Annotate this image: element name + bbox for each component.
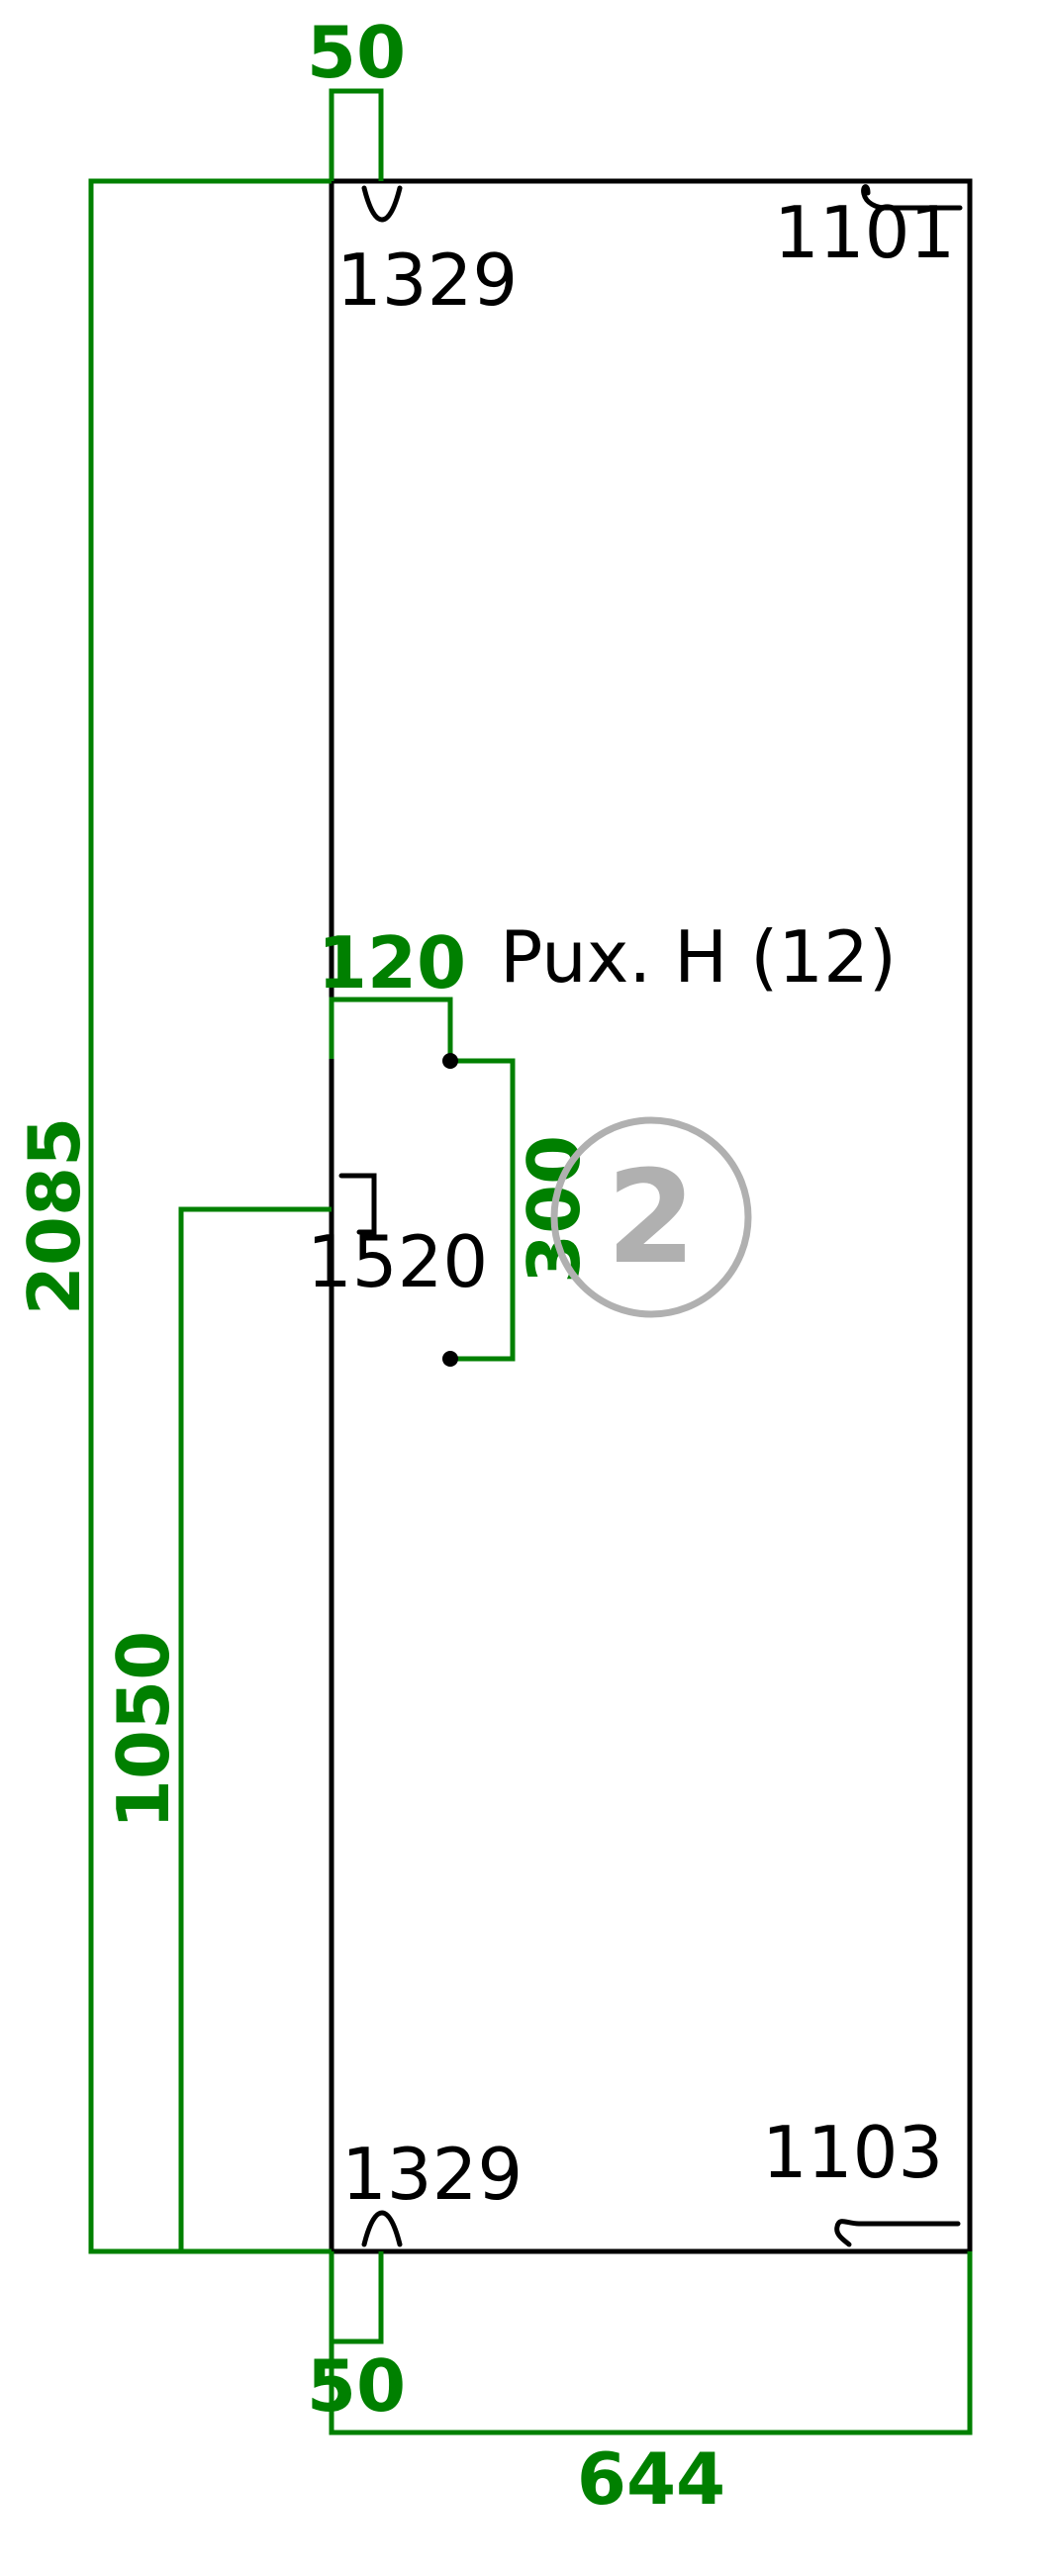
handle-offset-dimension: 120 <box>318 921 466 1061</box>
fitting-top-right: 1101 <box>774 184 963 274</box>
fitting-middle-left-label: 1520 <box>307 1220 488 1303</box>
height-dimension-label: 2085 <box>13 1117 96 1315</box>
part-badge-ring <box>550 1116 752 1318</box>
top-offset-label: 50 <box>307 11 406 94</box>
fitting-middle-left-icon <box>338 1173 377 1235</box>
part-badge: 2 <box>550 1116 752 1318</box>
handle-height-dimension: 1050 <box>102 1206 332 2254</box>
handle-offset-label: 120 <box>318 921 466 1004</box>
fitting-middle-left: 1520 <box>307 1173 488 1303</box>
panel-label: Pux. H (12) <box>500 915 897 999</box>
hinge-top-left: 1329 <box>336 185 518 322</box>
panel-outline <box>329 178 973 2254</box>
width-dimension: 644 <box>329 2251 973 2521</box>
fitting-top-right-label: 1101 <box>774 191 955 274</box>
hinge-bottom-left-label: 1329 <box>341 2133 523 2216</box>
hinge-top-left-icon <box>361 185 403 223</box>
handle-spacing-dimension: 300 <box>450 1058 596 1362</box>
handle-hole-top <box>442 1053 458 1069</box>
fitting-top-right-icon <box>861 184 963 211</box>
width-dimension-label: 644 <box>577 2437 725 2521</box>
handle-hole-bottom <box>442 1351 458 1367</box>
fitting-bottom-right-label: 1103 <box>762 2111 943 2194</box>
height-dimension: 2085 <box>13 178 332 2254</box>
fitting-bottom-right-icon <box>834 2219 961 2247</box>
part-badge-number: 2 <box>607 1142 696 1292</box>
bottom-offset-label: 50 <box>307 2344 406 2428</box>
handle-height-label: 1050 <box>102 1631 185 1829</box>
fitting-bottom-right: 1103 <box>762 2111 961 2247</box>
top-offset-dimension: 50 <box>307 11 406 181</box>
hinge-top-left-label: 1329 <box>336 239 518 322</box>
bottom-offset-dimension: 50 <box>307 2251 406 2428</box>
hinge-bottom-left-icon <box>361 2210 403 2247</box>
hinge-bottom-left: 1329 <box>341 2133 523 2247</box>
